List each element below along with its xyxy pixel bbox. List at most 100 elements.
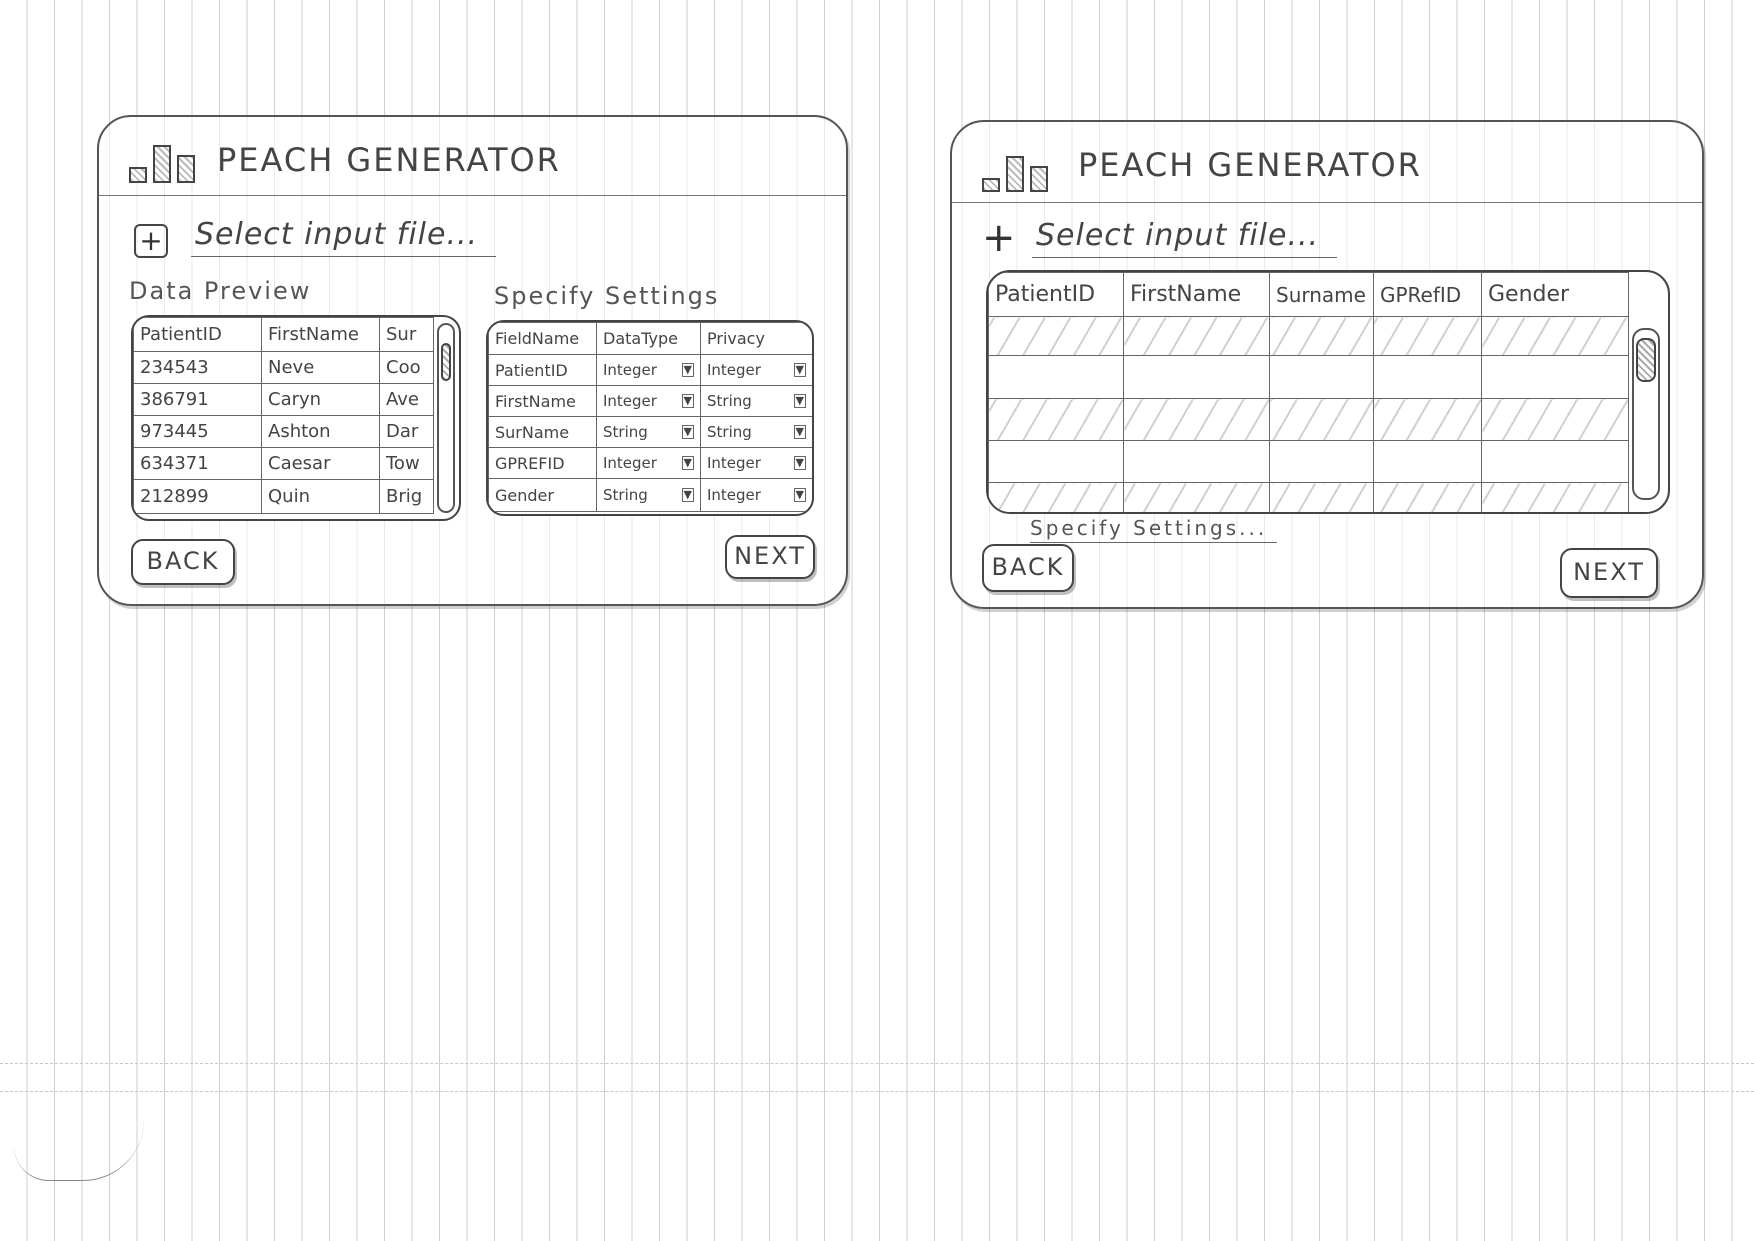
privacy-value: Integer: [707, 361, 761, 379]
next-button[interactable]: NEXT: [725, 535, 815, 579]
dropdown-arrow-icon[interactable]: ▼: [681, 394, 694, 408]
table-row[interactable]: 634371 Caesar Tow: [133, 447, 434, 480]
dropdown-arrow-icon[interactable]: ▼: [793, 394, 806, 408]
app-title: PEACH GENERATOR: [217, 141, 561, 179]
table-row[interactable]: 973445 Ashton Dar: [133, 415, 434, 448]
privacy-value: Integer: [707, 454, 761, 472]
table-row[interactable]: 212899 Quin Brig: [133, 479, 434, 514]
dropdown-arrow-icon[interactable]: ▼: [681, 456, 694, 470]
table-row: FirstName Integer ▼ String ▼: [488, 385, 812, 417]
datatype-value: Integer: [603, 392, 657, 410]
paper-rule: [0, 1091, 1754, 1092]
datatype-select[interactable]: Integer▼: [596, 447, 701, 479]
data-preview-table[interactable]: PatientID FirstName Sur 234543 Neve Coo …: [131, 315, 461, 521]
paper-rule: [0, 1063, 1754, 1064]
data-table[interactable]: PatientID FirstName Surname GPRefID Gend…: [986, 270, 1670, 514]
bar-chart-logo-icon: [129, 141, 201, 183]
select-input-file-link[interactable]: Select input file...: [191, 217, 497, 257]
table-row[interactable]: 234543 Neve Coo: [133, 351, 434, 384]
dropdown-arrow-icon[interactable]: ▼: [681, 363, 694, 377]
column-header: Privacy: [700, 322, 812, 355]
dropdown-arrow-icon[interactable]: ▼: [681, 488, 694, 502]
field-name: PatientID: [488, 354, 597, 386]
datatype-value: Integer: [603, 361, 657, 379]
bar-chart-logo-icon: [982, 150, 1054, 192]
dropdown-arrow-icon[interactable]: ▼: [793, 488, 806, 502]
table-cell: 386791: [133, 383, 262, 416]
left-window: PEACH GENERATOR + Select input file... D…: [97, 115, 848, 606]
dropdown-arrow-icon[interactable]: ▼: [793, 363, 806, 377]
privacy-select[interactable]: Integer ▼: [700, 447, 812, 479]
field-name: Gender: [488, 478, 597, 512]
table-row[interactable]: [988, 355, 1629, 399]
dropdown-arrow-icon[interactable]: ▼: [793, 425, 806, 439]
specify-settings-link[interactable]: Specify Settings...: [1030, 516, 1278, 543]
table-cell: Ashton: [261, 415, 380, 448]
column-header: DataType: [596, 322, 701, 355]
field-name: GPREFID: [488, 447, 597, 479]
column-header: Sur: [379, 317, 434, 352]
column-header: Gender: [1481, 272, 1629, 317]
specify-settings-label: Specify Settings: [494, 282, 720, 310]
table-cell: Caesar: [261, 447, 380, 480]
datatype-select[interactable]: Integer ▼: [596, 354, 701, 386]
column-header: GPRefID: [1373, 272, 1482, 317]
privacy-select[interactable]: Integer ▼: [700, 354, 812, 386]
datatype-select[interactable]: Integer ▼: [596, 385, 701, 417]
settings-table[interactable]: FieldName DataType Privacy PatientID Int…: [486, 320, 814, 516]
column-header: Surname: [1269, 272, 1374, 317]
privacy-value: String: [707, 392, 752, 410]
preview-scrollbar[interactable]: [437, 323, 455, 513]
table-cell: Quin: [261, 479, 380, 514]
app-header: PEACH GENERATOR: [952, 122, 1702, 203]
scrollbar-thumb[interactable]: [1636, 338, 1656, 382]
table-row[interactable]: 386791 Caryn Ave: [133, 383, 434, 416]
datatype-value: String: [603, 423, 648, 441]
column-header: FirstName: [1123, 272, 1270, 317]
field-name: SurName: [488, 416, 597, 448]
table-row[interactable]: [988, 398, 1629, 441]
privacy-value: Integer: [707, 486, 761, 504]
table-cell: Caryn: [261, 383, 380, 416]
datatype-value: String: [603, 486, 648, 504]
table-cell: Ave: [379, 383, 434, 416]
field-name: FirstName: [488, 385, 597, 417]
dropdown-arrow-icon[interactable]: ▼: [681, 425, 694, 439]
datatype-select[interactable]: String ▼: [596, 416, 701, 448]
dropdown-arrow-icon[interactable]: ▼: [793, 456, 806, 470]
table-cell: Tow: [379, 447, 434, 480]
app-header: PEACH GENERATOR: [99, 117, 846, 196]
add-file-button[interactable]: +: [134, 224, 168, 258]
table-cell: Coo: [379, 351, 434, 384]
privacy-select[interactable]: String ▼: [700, 385, 812, 417]
table-cell: Dar: [379, 415, 434, 448]
table-row[interactable]: [988, 440, 1629, 483]
privacy-select[interactable]: Integer ▼: [700, 478, 812, 512]
select-input-file-link[interactable]: Select input file...: [1032, 218, 1338, 258]
right-window: PEACH GENERATOR + Select input file... P…: [950, 120, 1704, 609]
table-cell: Neve: [261, 351, 380, 384]
table-cell: Brig: [379, 479, 434, 514]
back-button[interactable]: BACK: [131, 539, 235, 585]
table-cell: 212899: [133, 479, 262, 514]
table-row[interactable]: [988, 482, 1629, 512]
privacy-value: String: [707, 423, 752, 441]
add-file-button[interactable]: +: [982, 215, 1016, 261]
next-button[interactable]: NEXT: [1560, 548, 1658, 598]
datatype-select[interactable]: String ▼: [596, 478, 701, 512]
table-scrollbar[interactable]: [1632, 328, 1660, 500]
column-header: FieldName: [488, 322, 597, 355]
table-cell: 973445: [133, 415, 262, 448]
table-row: SurName String ▼ String ▼: [488, 416, 812, 448]
data-preview-label: Data Preview: [129, 277, 312, 305]
table-row[interactable]: [988, 316, 1629, 356]
back-button[interactable]: BACK: [982, 544, 1074, 592]
pencil-mark: [14, 1120, 144, 1181]
column-header: PatientID: [133, 317, 262, 352]
table-cell: 234543: [133, 351, 262, 384]
privacy-select[interactable]: String ▼: [700, 416, 812, 448]
app-title: PEACH GENERATOR: [1078, 146, 1422, 184]
table-cell: 634371: [133, 447, 262, 480]
column-header: FirstName: [261, 317, 380, 352]
scrollbar-thumb[interactable]: [441, 343, 451, 381]
